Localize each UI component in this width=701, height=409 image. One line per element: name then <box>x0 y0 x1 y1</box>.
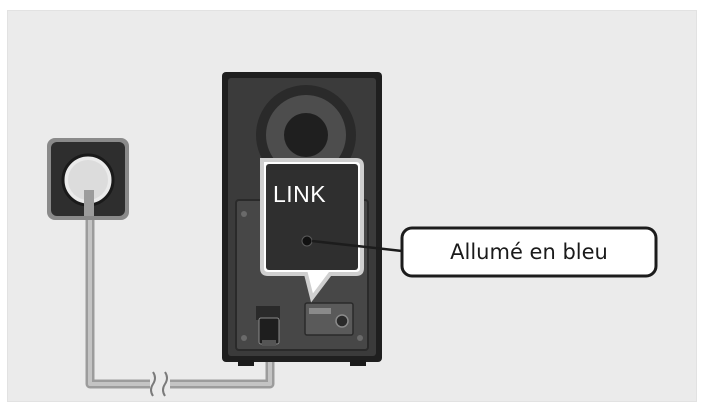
callout-leader-line <box>311 239 403 253</box>
power-plug-icon <box>256 306 280 346</box>
link-indicator-icon <box>301 235 313 247</box>
callout-box <box>400 226 658 278</box>
link-label: LINK <box>273 181 327 207</box>
cable-break-icon <box>150 371 170 397</box>
wall-outlet-icon <box>47 138 129 220</box>
callout-label: Allumé en bleu <box>450 240 608 264</box>
